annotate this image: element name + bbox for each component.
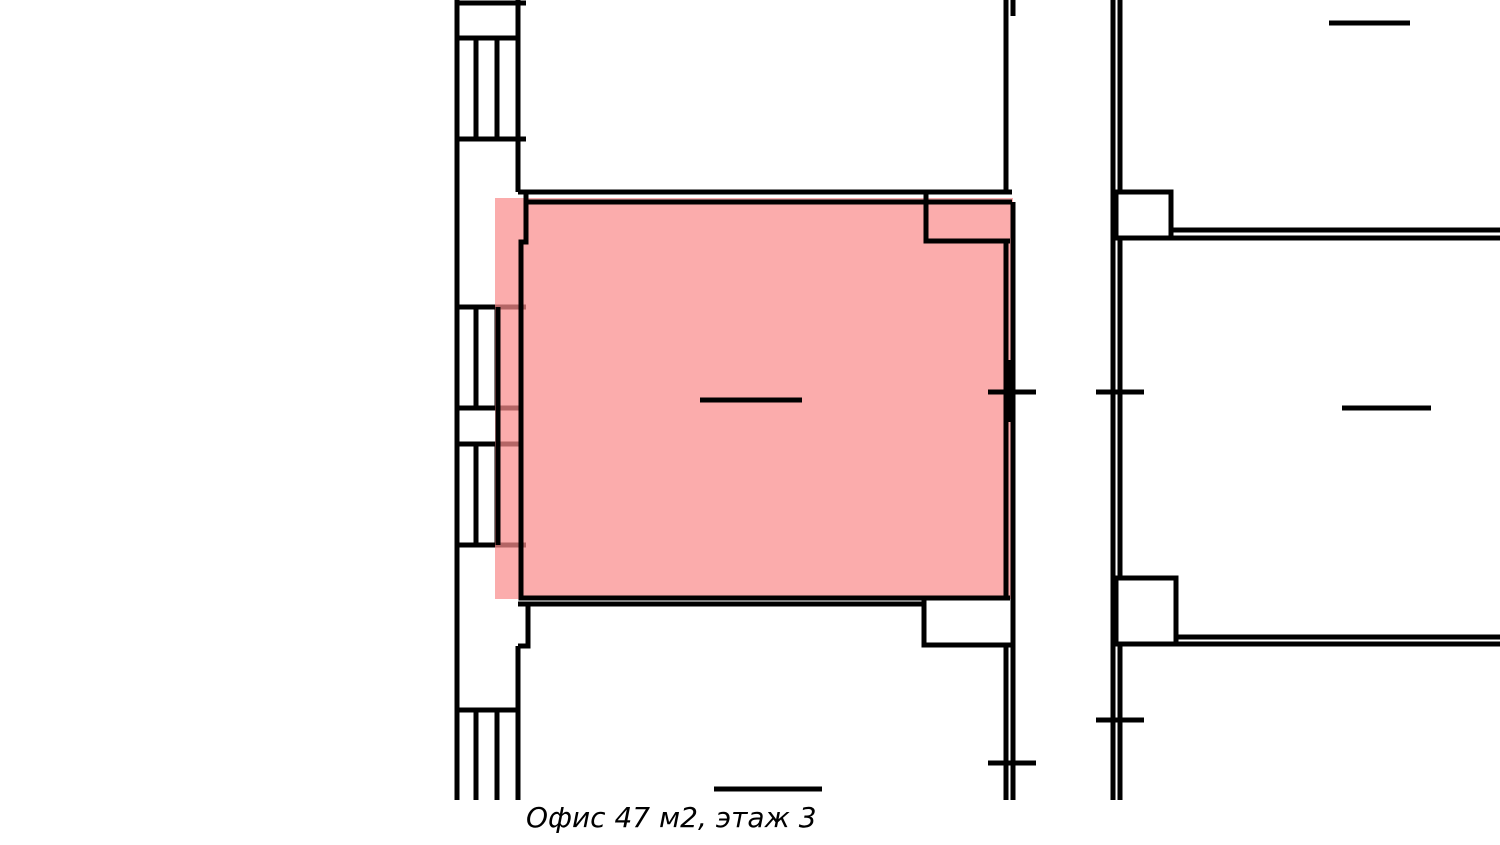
bottom-room-walls <box>528 598 1036 800</box>
office-walls <box>495 192 1016 601</box>
plan-caption: Офис 47 м2, этаж 3 <box>526 801 817 834</box>
right-rooms-walls <box>1096 0 1500 800</box>
top-room-walls <box>518 0 1016 195</box>
office-right-marks <box>988 360 1036 422</box>
